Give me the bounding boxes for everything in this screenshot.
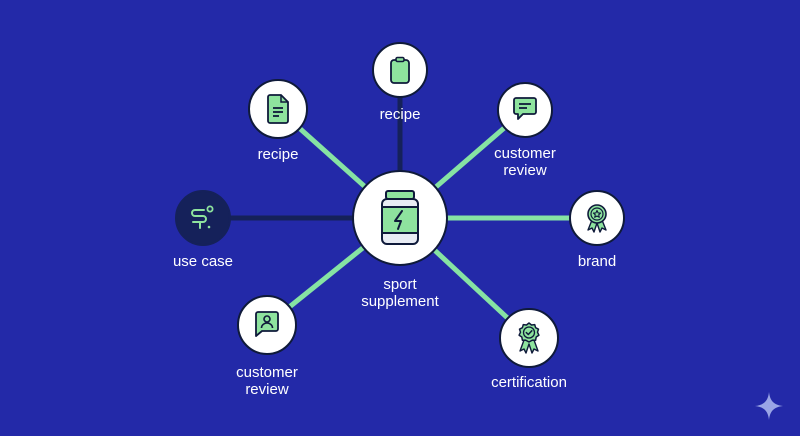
document-icon (267, 94, 289, 124)
node-certification[interactable] (499, 308, 559, 368)
node-brand[interactable] (569, 190, 625, 246)
label-customer-review-top: customer review (494, 145, 556, 179)
user-chat-icon (255, 311, 279, 337)
label-use-case: use case (172, 253, 234, 270)
node-customer-review-top[interactable] (497, 82, 553, 138)
node-recipe-left[interactable] (248, 79, 308, 139)
award-ribbon-check-icon (518, 322, 540, 354)
supplement-jar-icon (381, 190, 419, 245)
award-ribbon-star-icon (587, 204, 607, 233)
chat-bubble-icon (513, 97, 537, 120)
center-label: sport supplement (361, 276, 439, 310)
label-customer-review-bottom: customer review (236, 364, 298, 398)
node-customer-review-bottom[interactable] (237, 295, 297, 355)
node-recipe-top[interactable] (372, 42, 428, 98)
clipboard-icon (390, 56, 410, 84)
node-use-case[interactable] (175, 190, 231, 246)
label-recipe-left: recipe (257, 146, 299, 163)
label-brand: brand (577, 253, 617, 270)
sparkle-icon (755, 392, 783, 420)
label-recipe-top: recipe (379, 106, 421, 123)
label-certification: certification (491, 374, 567, 391)
running-person-icon (191, 205, 214, 229)
center-node-sport-supplement[interactable] (352, 170, 448, 266)
